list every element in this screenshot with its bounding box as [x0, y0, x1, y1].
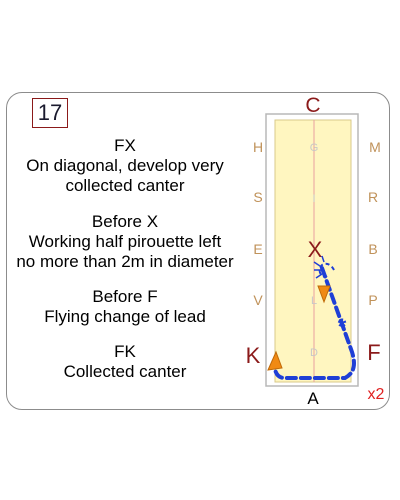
letter-h: H: [253, 139, 263, 155]
letter-r: R: [368, 189, 378, 205]
instruction-line: Collected canter: [63, 362, 187, 381]
instruction-heading: Before F: [92, 287, 158, 306]
instruction-line: Flying change of lead: [44, 307, 206, 326]
direction-arrow-icon: [317, 285, 331, 304]
letter-i: I: [312, 193, 315, 205]
letter-m: M: [369, 139, 381, 155]
letter-l: L: [311, 295, 317, 307]
letter-f: F: [367, 340, 380, 365]
instruction-line: no more than 2m in diameter: [16, 252, 234, 271]
letter-x: X: [308, 237, 323, 262]
instruction-line: collected canter: [65, 176, 185, 195]
path-diagonal-and-corner: [272, 266, 356, 380]
instruction-block-fk: FK Collected canter: [10, 342, 240, 382]
instruction-block-fx: FX On diagonal, develop very collected c…: [10, 136, 240, 196]
arena-surface: [274, 119, 352, 383]
letter-p: P: [368, 292, 377, 308]
letter-k: K: [246, 343, 261, 368]
instruction-block-before-f: Before F Flying change of lead: [10, 287, 240, 327]
letter-e: E: [253, 241, 262, 257]
instruction-line: On diagonal, develop very: [26, 156, 224, 175]
letter-s: S: [253, 189, 262, 205]
instruction-block-before-x: Before X Working half pirouette left no …: [10, 212, 240, 272]
instruction-heading: FK: [114, 342, 136, 361]
movement-number-box: 17: [32, 98, 68, 128]
letter-c: C: [305, 94, 320, 117]
direction-arrow-icon: [267, 350, 283, 371]
half-pirouette-path: [318, 262, 335, 278]
repeat-count: x2: [368, 386, 385, 403]
letter-d: D: [310, 347, 318, 359]
letter-v: V: [253, 292, 263, 308]
instruction-heading: Before X: [91, 212, 159, 231]
letter-g: G: [310, 142, 319, 154]
letter-b: B: [368, 241, 377, 257]
pirouette-marks: [313, 255, 325, 279]
letter-a: A: [307, 389, 319, 408]
flying-change-asterisk-icon: *: [338, 314, 347, 339]
instruction-heading: FX: [114, 136, 136, 155]
instruction-line: Working half pirouette left: [28, 232, 222, 251]
